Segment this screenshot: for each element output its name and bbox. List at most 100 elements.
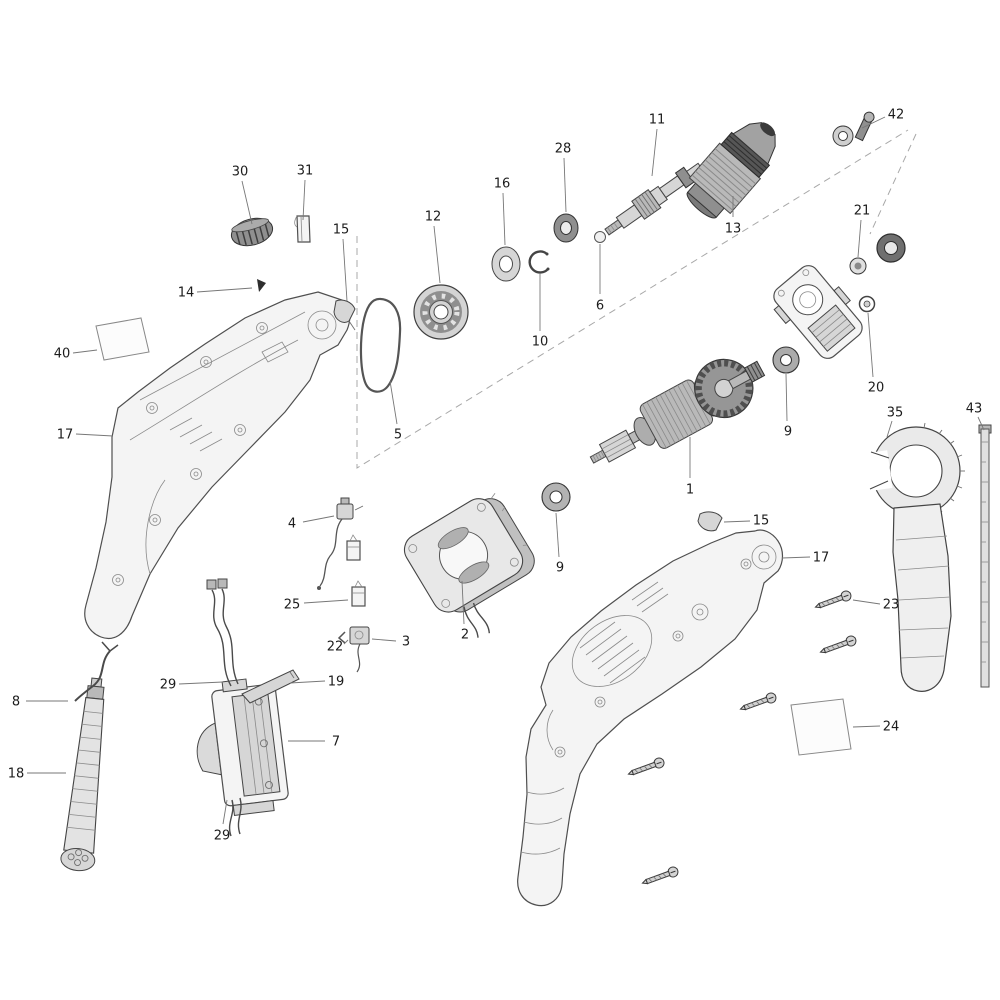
callout-leader-line (723, 520, 751, 523)
callout-leader-line (222, 799, 228, 825)
callout-leader-line (302, 179, 306, 221)
explosion-axis-lines (356, 129, 917, 469)
screw-bosses (112, 322, 268, 586)
callout-number: 12 (425, 210, 442, 225)
callout-number: 35 (887, 406, 904, 421)
screw (640, 865, 680, 889)
screw (626, 756, 666, 780)
part-4-brush-holder (317, 497, 364, 590)
callout-leader-line (343, 639, 349, 645)
part-14-pin (257, 279, 266, 292)
callout-layer: 30 31 15 14 40 17 12 16 28 11 13 42 21 6 10 20 9 1 35 43 5 4 2… (8, 108, 985, 844)
part-18-cord-guard (60, 677, 105, 872)
callout-number: 29 (160, 678, 177, 693)
screw (813, 589, 853, 613)
part-28-bearing (553, 213, 579, 243)
callout-number: 31 (297, 164, 314, 179)
callout-number: 30 (232, 165, 249, 180)
part-21-gear-housing (773, 265, 863, 359)
callout-leader-line (977, 416, 985, 431)
part-21-ring (849, 257, 867, 275)
callout-number: 43 (966, 402, 983, 417)
callout-number: 15 (753, 514, 770, 529)
vent-ribs (169, 417, 223, 452)
callout-leader-line (302, 515, 335, 523)
callout-number: 7 (332, 735, 340, 750)
part-15-lever-top (333, 299, 356, 331)
callout-number: 3 (402, 635, 410, 650)
part-3-brush-holder (349, 626, 370, 673)
screw (738, 691, 778, 715)
callout-leader-line (433, 225, 441, 284)
callout-number: 5 (394, 428, 402, 443)
callout-number: 40 (54, 347, 71, 362)
part-5-gasket (359, 297, 402, 393)
part-15-lever-right (697, 511, 723, 532)
callout-number: 13 (725, 222, 742, 237)
callout-leader-line (867, 312, 874, 378)
callout-leader-line (389, 380, 398, 425)
callout-number: 9 (784, 425, 792, 440)
callout-leader-line (371, 638, 397, 642)
callout-number: 16 (494, 177, 511, 192)
callout-leader-line (563, 157, 567, 213)
callout-leader-line (886, 420, 893, 438)
callout-number: 19 (328, 675, 345, 690)
part-19-lever (241, 669, 300, 704)
callout-number: 17 (813, 551, 830, 566)
callout-number: 15 (333, 223, 350, 238)
callout-leader-line (781, 556, 811, 559)
part-1-armature (589, 358, 766, 464)
part-24-label-plate (790, 698, 852, 756)
callout-number: 14 (178, 286, 195, 301)
callout-number: 18 (8, 767, 25, 782)
callout-number: 23 (883, 598, 900, 613)
callout-leader-line (852, 599, 881, 605)
callout-number: 10 (532, 335, 549, 350)
part-29-wires-lower (228, 797, 242, 837)
part-25-carbon-brushes (346, 534, 366, 607)
callout-leader-line (555, 512, 560, 558)
callout-number: 28 (555, 142, 572, 157)
callout-number: 1 (686, 483, 694, 498)
callout-number: 29 (214, 829, 231, 844)
callout-leader-line (857, 219, 862, 258)
part-42-clip-pin (832, 111, 875, 147)
part-2-field-stator (403, 493, 535, 638)
part-8-lead-wire (74, 641, 119, 702)
part-31-bracket (294, 215, 311, 243)
part-13-chuck (686, 122, 776, 219)
callout-leader-line (72, 349, 98, 354)
callout-number: 20 (868, 381, 885, 396)
callout-leader-line (196, 287, 253, 293)
part-12-bearing (413, 284, 469, 340)
callout-number: 11 (649, 113, 666, 128)
callout-leader-line (861, 116, 886, 129)
callout-number: 24 (883, 720, 900, 735)
part-35-side-handle (859, 422, 965, 692)
callout-number: 6 (596, 299, 604, 314)
part-29-wires-upper (206, 578, 239, 687)
callout-number: 21 (854, 204, 871, 219)
callout-leader-line (303, 599, 349, 604)
part-16-washer (491, 246, 521, 282)
callout-number: 42 (888, 108, 905, 123)
callout-leader-line (785, 373, 788, 422)
callout-leader-line (75, 433, 114, 437)
callout-leader-line (461, 580, 465, 625)
callout-number: 8 (12, 695, 20, 710)
part-10-retaining-ring (528, 250, 550, 274)
callout-number: 9 (556, 561, 564, 576)
part-22-clip (337, 631, 346, 644)
part-7-switch (196, 678, 289, 816)
callout-number: 17 (57, 428, 74, 443)
callout-number: 4 (288, 517, 296, 532)
callout-leader-line (342, 238, 348, 302)
callout-leader-line (178, 681, 224, 685)
callout-leader-line (852, 725, 881, 728)
part-9-bushing-mid (541, 482, 571, 512)
callout-leader-line (241, 180, 253, 225)
part-9-bushing-right (772, 346, 800, 374)
part-17-left-housing (84, 291, 351, 639)
